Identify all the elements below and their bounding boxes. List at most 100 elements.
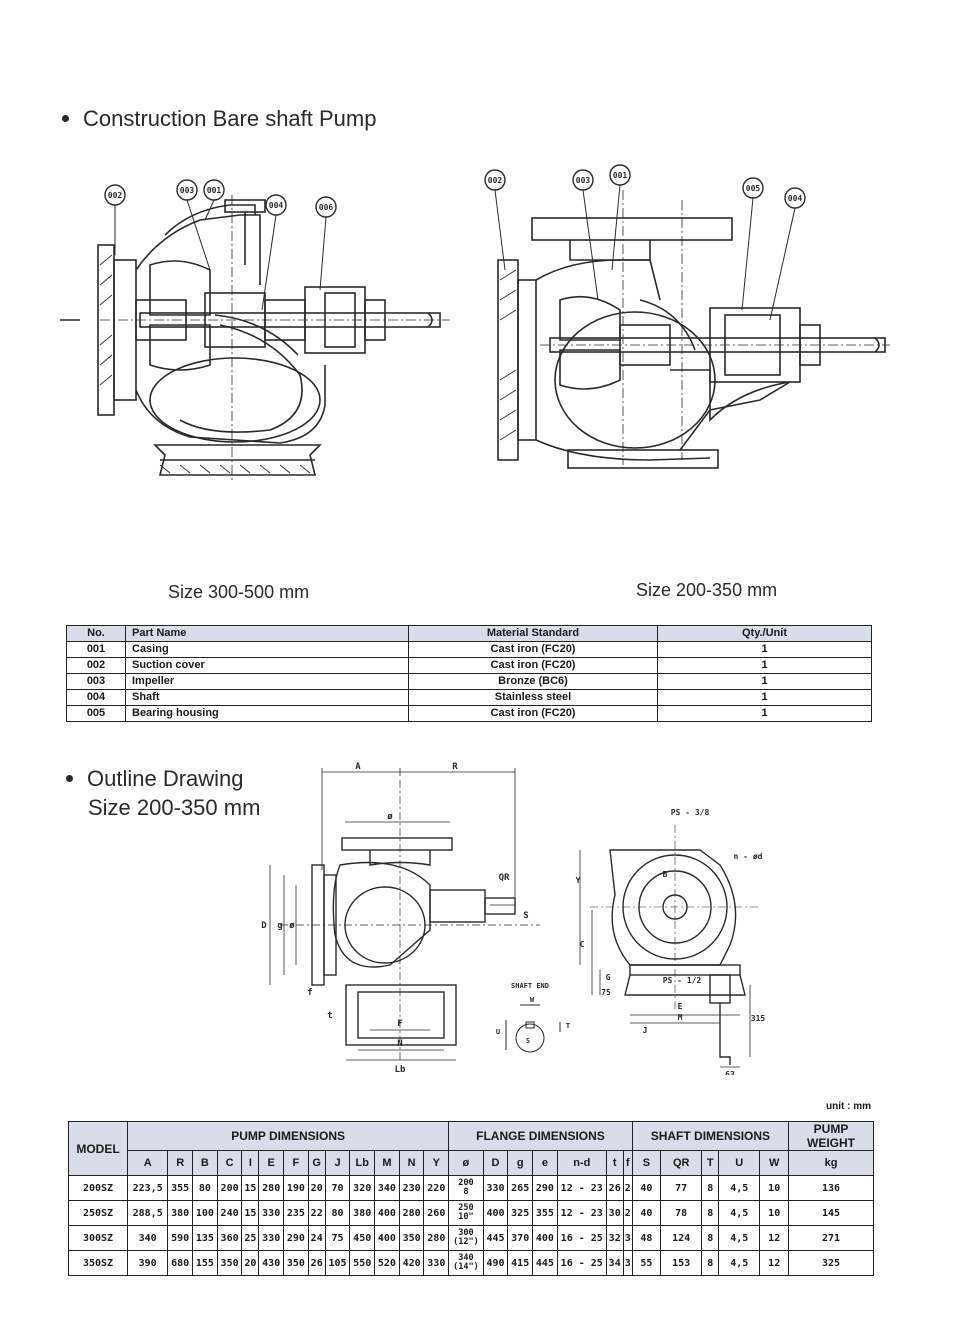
col-t: t <box>605 1150 624 1176</box>
callout-003-large: 003 <box>180 186 195 195</box>
outline-front-drawing: A R ø QR S D g ø f t F N Lb <box>261 762 540 1075</box>
callout-005-small: 005 <box>746 184 761 193</box>
dimensions-table: MODEL PUMP DIMENSIONS FLANGE DIMENSIONS … <box>68 1121 874 1276</box>
shaft-dim-cell: 40 <box>631 1175 662 1201</box>
shaft-dim-cell: 4,5 <box>718 1175 761 1201</box>
pump-dim-cell: 70 <box>324 1175 351 1201</box>
dim-label-f: f <box>307 988 312 998</box>
flange-dim-cell: 12 - 23 <box>556 1175 607 1201</box>
shaft-dim-cell: 10 <box>759 1200 789 1226</box>
shaft-dim-cell: 4,5 <box>718 1250 761 1276</box>
pump-dim-cell: 390 <box>126 1250 169 1276</box>
flange-dim-cell: 32 <box>605 1225 624 1251</box>
flange-dim-cell: 2 <box>622 1200 633 1226</box>
callout-004-small: 004 <box>788 194 803 203</box>
pump-dim-cell: 350 <box>216 1250 243 1276</box>
col-phi: ø <box>448 1150 484 1176</box>
col-kg: kg <box>788 1150 874 1176</box>
flange-phi-cell: 340(14") <box>448 1250 484 1276</box>
dim-label-F: F <box>397 1019 402 1029</box>
flange-phi-top: 200 <box>458 1178 474 1188</box>
pump-dim-cell: 350 <box>398 1225 425 1251</box>
col-D: D <box>482 1150 509 1176</box>
unit-label: unit : mm <box>826 1101 871 1112</box>
pump-dim-cell: 430 <box>258 1250 285 1276</box>
col-nd: n-d <box>556 1150 607 1176</box>
pump-dim-cell: 20 <box>307 1175 326 1201</box>
col-QR: QR <box>660 1150 703 1176</box>
dim-label-QR: QR <box>499 873 510 883</box>
dims-group-pump: PUMP DIMENSIONS <box>126 1121 450 1151</box>
pump-dim-cell: 280 <box>423 1225 450 1251</box>
shaft-dim-cell: 55 <box>631 1250 662 1276</box>
side-label-M: M <box>678 1013 683 1022</box>
col-Lb: Lb <box>349 1150 376 1176</box>
col-U: U <box>718 1150 761 1176</box>
part-name: Impeller <box>125 673 409 690</box>
side-label-nd: n - ød <box>734 852 763 861</box>
bullet-icon <box>62 114 69 122</box>
pump-dim-cell: 24 <box>307 1225 326 1251</box>
flange-dim-cell: 490 <box>482 1250 509 1276</box>
pump-dim-cell: 330 <box>423 1250 450 1276</box>
pump-dim-cell: 235 <box>283 1200 309 1226</box>
shaft-label-U: U <box>496 1028 500 1036</box>
construction-title: Construction Bare shaft Pump <box>62 106 376 132</box>
col-g: g <box>507 1150 534 1176</box>
pump-dim-cell: 220 <box>423 1175 450 1201</box>
pump-dim-cell: 450 <box>349 1225 376 1251</box>
part-no: 003 <box>66 673 126 690</box>
shaft-label-T: T <box>566 1022 570 1030</box>
flange-dim-cell: 30 <box>605 1200 624 1226</box>
side-label-B: B <box>663 870 668 879</box>
shaft-dim-cell: 4,5 <box>718 1225 761 1251</box>
part-no: 001 <box>66 641 126 658</box>
pump-dim-cell: 400 <box>374 1200 400 1226</box>
pump-dim-cell: 590 <box>167 1225 194 1251</box>
part-material: Cast iron (FC20) <box>408 657 658 674</box>
table-row: 001 Casing Cast iron (FC20) 1 <box>66 641 872 658</box>
dims-col-header: A R B C I E F G J Lb M N Y ø D g e n-d t… <box>69 1150 874 1176</box>
col-C: C <box>216 1150 243 1176</box>
shaft-end-title: SHAFT END <box>511 982 549 990</box>
part-qty: 1 <box>657 705 872 722</box>
parts-header-name: Part Name <box>125 625 409 642</box>
pump-dim-cell: 190 <box>283 1175 309 1201</box>
pump-dim-cell: 340 <box>374 1175 400 1201</box>
pump-dim-cell: 400 <box>374 1225 400 1251</box>
col-E: E <box>258 1150 285 1176</box>
model-cell: 250SZ <box>68 1200 128 1226</box>
col-T: T <box>701 1150 720 1176</box>
col-I: I <box>241 1150 260 1176</box>
pump-dim-cell: 240 <box>216 1200 243 1226</box>
col-G: G <box>307 1150 326 1176</box>
pump-dim-cell: 15 <box>241 1175 260 1201</box>
table-row: 003 Impeller Bronze (BC6) 1 <box>66 673 872 690</box>
pump-dim-cell: 105 <box>324 1250 351 1276</box>
side-label-C: C <box>580 940 585 949</box>
parts-header-no: No. <box>66 625 126 642</box>
part-qty: 1 <box>657 641 872 658</box>
part-no: 004 <box>66 689 126 706</box>
pump-dim-cell: 320 <box>349 1175 376 1201</box>
dim-label-g: g <box>277 921 282 931</box>
pump-dim-cell: 280 <box>258 1175 285 1201</box>
flange-dim-cell: 290 <box>532 1175 558 1201</box>
pump-dim-cell: 380 <box>349 1200 376 1226</box>
dim-label-A: A <box>355 762 361 772</box>
weight-cell: 136 <box>788 1175 874 1201</box>
pump-dim-cell: 330 <box>258 1200 285 1226</box>
part-material: Bronze (BC6) <box>408 673 658 690</box>
callout-001-large: 001 <box>207 186 222 195</box>
pump-dim-cell: 350 <box>283 1250 309 1276</box>
dim-label-Lb: Lb <box>395 1065 406 1075</box>
pump-dim-cell: 330 <box>258 1225 285 1251</box>
pump-dim-cell: 135 <box>192 1225 218 1251</box>
flange-dim-cell: 3 <box>622 1225 633 1251</box>
shaft-dim-cell: 48 <box>631 1225 662 1251</box>
col-W: W <box>759 1150 789 1176</box>
flange-phi-bottom: 10" <box>458 1212 474 1222</box>
